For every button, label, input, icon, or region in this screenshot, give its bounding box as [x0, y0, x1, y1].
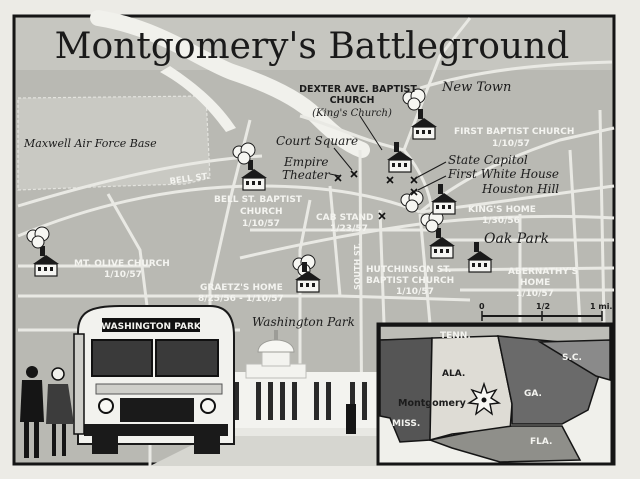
maxwell-label: Maxwell Air Force Base — [23, 137, 157, 150]
washington-park-label: Washington Park — [252, 315, 355, 329]
mt-olive-label: MT. OLIVE CHURCH — [74, 259, 170, 269]
svg-text:1/2: 1/2 — [536, 302, 550, 311]
new-town-label: New Town — [441, 80, 511, 95]
houston-hill-label: Houston Hill — [481, 182, 559, 196]
inset-city-label: Montgomery — [398, 398, 467, 409]
svg-text:TENN.: TENN. — [440, 331, 471, 341]
mt-olive-date: 1/10/57 — [104, 270, 142, 280]
svg-text:GA.: GA. — [524, 389, 542, 399]
dexter-label: (King's Church) — [312, 108, 392, 119]
bell-church-label: CHURCH — [240, 207, 283, 217]
svg-text:0: 0 — [479, 302, 485, 311]
kings-home-label: KING'S HOME — [468, 205, 536, 215]
svg-text:S.C.: S.C. — [562, 353, 582, 363]
empire-theater-label: Theater — [282, 168, 331, 182]
map-title: Montgomery's Battleground — [55, 26, 570, 67]
cab-stand-date: 1/23/57 — [330, 224, 368, 234]
bell-church-label: BELL ST. BAPTIST — [214, 195, 303, 205]
svg-text:1 mi.: 1 mi. — [590, 302, 612, 311]
svg-text:MISS.: MISS. — [392, 419, 420, 429]
state-capitol-label: State Capitol — [448, 153, 528, 167]
empire-theater-label: Empire — [283, 155, 329, 169]
scale-bar: 0 1/2 1 mi. — [479, 302, 612, 321]
bus-destination-sign: WASHINGTON PARK — [101, 322, 202, 332]
svg-text:ALA.: ALA. — [442, 369, 465, 379]
oak-park-label: Oak Park — [484, 231, 549, 247]
pedestrians-illustration — [20, 366, 74, 458]
hutchinson-date: 1/10/57 — [396, 287, 434, 297]
svg-text:FLA.: FLA. — [530, 437, 552, 447]
graetz-date: 8/25/56 - 1/10/57 — [198, 294, 284, 304]
kings-home-date: 1/30/56 — [482, 216, 520, 226]
abernathy-label: HOME — [520, 278, 550, 288]
bell-church-date: 1/10/57 — [242, 219, 280, 229]
abernathy-date: 1/10/57 — [516, 289, 554, 299]
first-white-house-label: First White House — [447, 167, 559, 181]
street-label: SOUTH ST. — [353, 243, 362, 290]
abernathy-label: ABERNATHY'S — [508, 267, 578, 277]
court-square-label: Court Square — [276, 134, 358, 148]
bus-illustration: WASHINGTON PARK — [73, 305, 235, 454]
dexter-label: CHURCH — [330, 95, 375, 106]
first-baptist-date: 1/10/57 — [492, 139, 530, 149]
first-baptist-label: FIRST BAPTIST CHURCH — [454, 127, 574, 137]
inset-map: TENN. ALA. GA. S.C. MISS. FLA. Montgomer… — [376, 322, 614, 466]
hutchinson-label: BAPTIST CHURCH — [366, 276, 454, 286]
dexter-label: DEXTER AVE. BAPTIST — [299, 84, 417, 95]
cab-stand-label: CAB STAND — [316, 213, 373, 223]
hutchinson-label: HUTCHINSON ST. — [366, 265, 451, 275]
graetz-label: GRAETZ'S HOME — [200, 283, 283, 293]
